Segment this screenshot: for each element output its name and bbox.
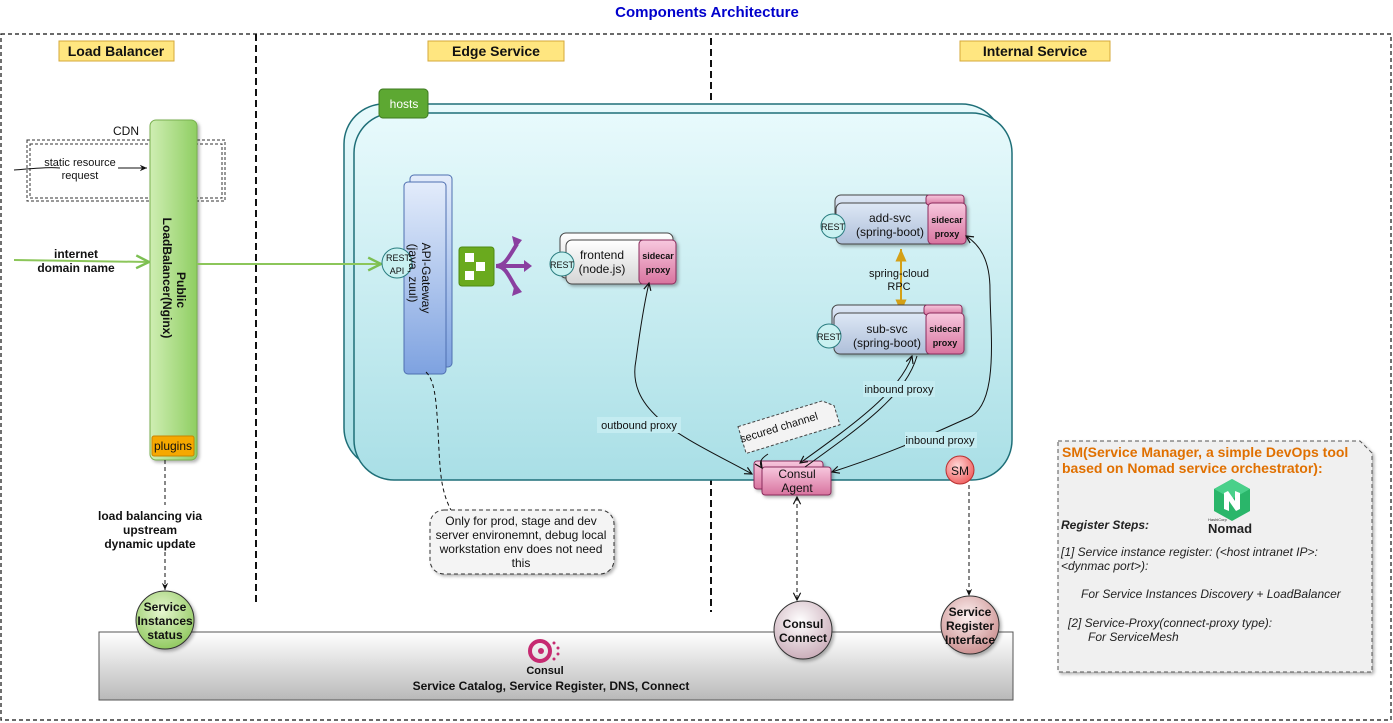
lb-note-line3: dynamic update [104,537,196,551]
sm-panel-bg [1057,440,1373,673]
section-label: Load Balancer [68,43,165,59]
register-line1: Service [949,605,992,619]
sm-step-1-detail: For Service Instances Discovery + LoadBa… [1081,587,1341,601]
internet-arrow [13,260,149,262]
sub-svc-rest-label: REST [817,332,842,342]
inbound-proxy-label-2: inbound proxy [905,435,975,447]
nomad-logo-icon [1214,479,1250,521]
consul-agent-line1: Consul [778,467,815,481]
sm-step-2: [2] Service-Proxy(connect-proxy type): [1068,616,1273,630]
section-internal-service: Internal Service [959,40,1111,62]
sm-badge [945,455,975,485]
sm-step-1: [1] Service instance register: (<host in… [1061,545,1318,573]
sm-panel: SM(Service Manager, a simple DevOps tool… [1058,441,1372,672]
sub-svc-label-line1: sub-svc [866,322,907,336]
frontend-label-line2: (node.js) [579,262,626,276]
consul-logo-word: Consul [526,665,563,677]
add-svc-label-line2: (spring-boot) [856,225,924,239]
inbound-proxy-label-1: inbound proxy [864,384,934,396]
internet-label-line2: domain name [37,261,115,275]
frontend-sidecar-line1: sidecar [642,251,674,261]
sub-svc-label-line2: (spring-boot) [853,336,921,350]
nginx-label-line1: Public [174,272,188,308]
frontend-rest-icon [549,251,575,277]
sm-steps-title: Register Steps: [1061,518,1150,532]
frontend-sidecar-line2: proxy [646,265,671,275]
add-svc-service [834,194,967,245]
nginx-load-balancer [149,119,198,461]
consul-logo-icon [528,639,560,663]
plugins-label: plugins [154,439,192,453]
gateway-rest-line2: API [390,266,405,276]
instances-line3: status [147,628,183,642]
section-label: Internal Service [983,43,1087,59]
env-note-line3: workstation env does not need [439,542,603,556]
consul-connect [773,600,833,660]
gateway-label-line1: API-Gateway [419,243,433,314]
lb-note-line1: load balancing via [98,509,202,523]
rpc-label-line2: RPC [887,281,910,293]
add-svc-sidecar-line2: proxy [935,229,960,239]
sub-svc-sidecar-line2: proxy [933,338,958,348]
sm-step-2-detail: For ServiceMesh [1088,630,1179,644]
frontend-rest-label: REST [550,260,575,270]
consul-catalog-label: Service Catalog, Service Register, DNS, … [413,679,690,693]
instances-line1: Service [144,600,187,614]
outbound-proxy-arrow [634,283,752,474]
gateway-label-line2: (java, zuul) [406,244,420,303]
outer-frame [0,33,1392,721]
env-note-line2: server environemnt, debug local [436,528,607,542]
lb-note-line2: upstream [123,523,177,537]
connect-line2: Connect [779,631,827,645]
add-svc-rest-label: REST [821,222,846,232]
cdn-box: CDN [26,124,226,202]
add-svc-label-line1: add-svc [869,211,911,225]
rpc-label-line1: spring-cloud [869,268,929,280]
sm-panel-title: SM(Service Manager, a simple DevOps tool… [1062,444,1349,476]
gateway-rest-line1: REST [386,253,411,263]
diagram-title: Components Architecture [615,4,799,21]
gateway-rest-api [381,247,413,279]
static-request-line2: request [62,170,99,182]
consul-agent [753,460,832,496]
secured-channel-note [737,400,841,455]
plugins-badge: plugins [151,435,195,457]
internet-label-line1: internet [54,247,98,261]
sub-svc-sidecar-line1: sidecar [929,324,961,334]
frontend-sidecar [638,239,677,285]
nomad-small-label: HashiCorp [1208,517,1227,522]
hosts-tag [378,88,429,119]
cdn-label: CDN [113,124,139,138]
section-edge-service: Edge Service [427,40,565,62]
static-request-arrow [13,168,147,170]
service-register-interface [940,595,1000,655]
env-note-line1: Only for prod, stage and dev [445,514,596,528]
register-line2: Register [946,619,994,633]
env-note-line4: this [512,556,531,570]
service-instances-status [135,590,195,650]
frontend-label-line1: frontend [580,248,624,262]
env-note [429,509,615,575]
nomad-word: Nomad [1208,521,1253,536]
hosts-label: hosts [390,97,419,111]
api-gateway [381,174,453,375]
register-line3: Interface [945,633,995,647]
static-request-line1: static resource [44,157,116,169]
sm-badge-label: SM [951,464,969,478]
nginx-label-line2: LoadBalancer(Nginx) [160,218,174,339]
consul-agent-line2: Agent [781,481,813,495]
add-svc-sidecar-line1: sidecar [931,215,963,225]
instances-line2: Instances [137,614,193,628]
outbound-proxy-label: outbound proxy [601,420,677,432]
section-label: Edge Service [452,43,540,59]
router-icon [458,236,532,296]
section-load-balancer: Load Balancer [58,40,175,62]
connect-line1: Consul [783,617,824,631]
consul-catalog-bar [98,631,1014,701]
